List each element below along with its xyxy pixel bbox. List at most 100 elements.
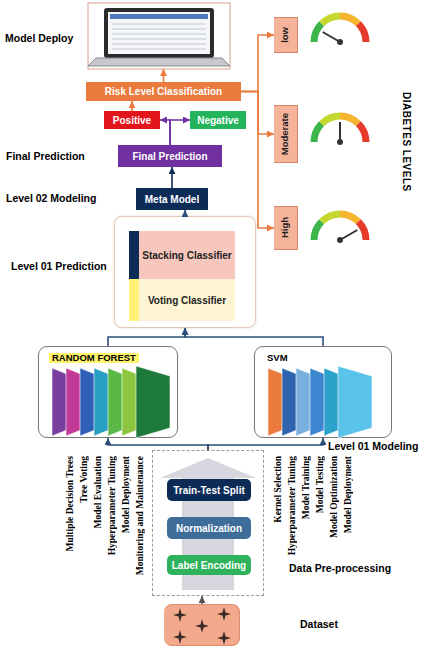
node-text: High [280, 217, 290, 238]
flow-arrow [160, 120, 170, 145]
process-box: Label Encoding [167, 555, 251, 575]
image-frame [88, 3, 230, 69]
gauge-needle [339, 122, 341, 142]
flow-arrow-shape [160, 458, 256, 590]
node-text: Normalization [176, 523, 242, 534]
flow-arrow [241, 35, 274, 92]
node-text: Meta Model [145, 194, 199, 205]
gauge-arc [358, 222, 366, 240]
layer-panel [94, 368, 114, 436]
gauge-needle [340, 230, 357, 240]
star-icon [173, 630, 187, 644]
flow-arrow [241, 92, 274, 229]
flow-arrow [184, 210, 186, 216]
gauge-hub [337, 237, 343, 243]
node-text: Negative [197, 115, 239, 126]
layer-panel [282, 368, 302, 436]
model-title: SVM [267, 353, 288, 363]
step-label: Model Evaluation [92, 456, 104, 529]
group-box: Train-Test SplitNormalizationLabel Encod… [152, 450, 264, 596]
flow-arrow [241, 92, 274, 135]
node-text: Voting Classifier [148, 295, 226, 306]
flow-arrow [208, 438, 323, 450]
process-box: Train-Test Split [167, 479, 251, 501]
star-icon [217, 631, 231, 645]
flow-arrow [170, 120, 190, 145]
step-label: Tree Voting [78, 456, 90, 503]
node-text: Stacking Classifier [142, 250, 231, 261]
flow-arrow [131, 101, 133, 111]
flow-arrow [108, 328, 185, 346]
step-label: Monitoring and Maintenance [134, 456, 146, 575]
layer-panel [310, 368, 330, 436]
laptop-screen [108, 12, 210, 54]
result-box: Negative [190, 111, 246, 129]
node-text: Risk Level Classification [105, 86, 222, 97]
process-box: Risk Level Classification [86, 82, 241, 101]
gauge-icon [314, 214, 366, 243]
node-text: Train-Test Split [173, 485, 245, 496]
model-title: RANDOM FOREST [49, 353, 139, 363]
step-label: Multiple Decision Trees [64, 456, 76, 552]
section-heading: Model Deploy [5, 33, 73, 45]
layer-panel [52, 368, 72, 436]
layer-panel [122, 368, 142, 436]
gauge-icon [314, 116, 366, 145]
dataset-stars [173, 607, 231, 645]
dataset-box: Dataset [164, 604, 240, 646]
model-box: SVM [254, 346, 392, 438]
node-text: Moderate [280, 113, 290, 155]
model-box: RANDOM FOREST [38, 346, 178, 438]
section-heading: Data Pre-processing [289, 563, 391, 575]
level-label: Final Prediction [6, 150, 85, 162]
layer-panel [268, 368, 288, 436]
layer-panel [108, 368, 128, 436]
step-label: Model Deployment [342, 456, 354, 533]
section-heading: Level 01 Prediction [11, 261, 107, 273]
gauge-arc [340, 116, 358, 124]
step-label: Model Training [300, 456, 312, 519]
step-label: Model Deployment [120, 456, 132, 533]
group-box: Stacking ClassifierVoting ClassifierLeve… [114, 216, 256, 328]
layer-panel [324, 368, 344, 436]
gauge-arc [340, 214, 358, 222]
flow-arrow [201, 596, 203, 604]
result-box: Positive [104, 111, 160, 129]
node-text: Positive [113, 115, 151, 126]
layer-panel [66, 368, 86, 436]
gauge-arc [322, 116, 340, 124]
gauge-hub [337, 139, 343, 145]
gauge-arc [340, 16, 358, 24]
process-box: Meta Model [136, 188, 208, 210]
classifier-box: Stacking Classifier [129, 231, 235, 279]
step-label: Hyperparameter Tuning [286, 456, 298, 555]
gauge-arc [314, 222, 322, 240]
level-box: High [274, 206, 298, 250]
forest-layers [52, 366, 170, 438]
level-label: Level 01 Modeling [328, 440, 418, 452]
node-text: low [280, 27, 290, 43]
flow-arrow [108, 438, 208, 450]
flow-arrow [163, 69, 165, 82]
step-label: Hyperparameter Tuning [106, 456, 118, 555]
gauge-needle [323, 32, 340, 42]
star-icon [217, 607, 231, 621]
gauge-arc [322, 214, 340, 222]
svm-layers [268, 366, 372, 438]
deploy-laptop: Model Deploy [88, 3, 230, 69]
classifier-box: Voting Classifier [129, 279, 235, 321]
star-icon [173, 608, 187, 622]
step-label: Model Optimization [328, 456, 340, 538]
layer-panel [338, 366, 372, 438]
layer-panel [136, 366, 170, 438]
gauge-arc [322, 16, 340, 24]
step-label: Model Testing [314, 456, 326, 513]
process-box: Normalization [167, 517, 251, 539]
gauge-arc [358, 24, 366, 42]
screen-header [110, 14, 208, 19]
node-text: Label Encoding [172, 560, 246, 571]
level-label: Level 02 Modeling [6, 192, 96, 204]
gauge-arc [314, 124, 322, 142]
flow-arrow [185, 328, 323, 346]
level-box: low [274, 17, 298, 53]
